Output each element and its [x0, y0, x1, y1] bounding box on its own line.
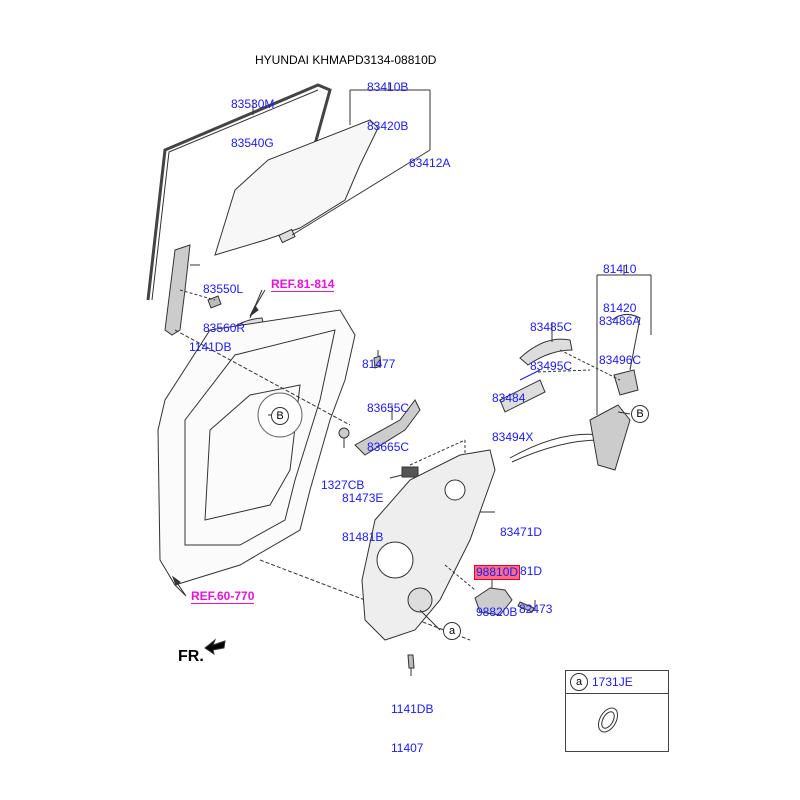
label-82473[interactable]: 82473: [519, 577, 552, 642]
part-number: 83560R: [203, 321, 246, 335]
highlighted-part-number[interactable]: 98810D: [474, 565, 521, 580]
legend-header: a 1731JE: [566, 671, 668, 694]
label-81477[interactable]: 81477: [362, 332, 395, 397]
door-frame: [157, 309, 356, 586]
label-98810d[interactable]: 98810D 98820B: [474, 539, 521, 645]
label-83412a[interactable]: 83412A: [409, 131, 450, 196]
clip-81477: [373, 355, 382, 369]
part-number: 83530M: [231, 97, 275, 111]
part-number: 83484: [492, 391, 526, 405]
window-motor: [474, 587, 513, 616]
part-number: 1141DB: [189, 340, 232, 354]
diagram-title: HYUNDAI KHMAPD3134-08810D: [255, 53, 437, 67]
part-number: 98820B: [476, 605, 518, 619]
part-number: 81420: [603, 301, 637, 315]
latch-cables: [509, 433, 601, 459]
label-83484[interactable]: 83484 83494X: [492, 366, 533, 470]
part-number: 81481B: [342, 530, 384, 544]
part-number: 83485C: [530, 320, 573, 334]
label-1327cb[interactable]: 1327CB: [321, 453, 364, 518]
legend-box: a 1731JE: [565, 670, 669, 752]
label-81410[interactable]: 81410 81420: [603, 237, 636, 341]
part-number: 83495C: [530, 359, 573, 373]
part-number: 83496C: [599, 353, 642, 367]
ref-60-770[interactable]: REF.60-770: [191, 589, 255, 604]
part-number: 83494X: [492, 430, 534, 444]
part-number: 83412A: [409, 156, 451, 170]
bolt-1141db-bottom: [407, 654, 415, 669]
callout-b-left: B: [271, 407, 289, 425]
part-number: 11407: [391, 741, 424, 755]
front-direction-label: FR.: [178, 648, 204, 665]
part-number: 83655C: [367, 401, 410, 415]
nut-1327cb: [338, 427, 350, 439]
inside-handle: [354, 399, 421, 456]
label-81473e[interactable]: 81473E 81481B: [342, 466, 383, 570]
label-83655c[interactable]: 83655C 83665C: [367, 376, 409, 480]
part-number: 1141DB: [391, 702, 434, 716]
part-number: 83540G: [231, 136, 274, 150]
glass-bracket: [278, 228, 296, 244]
part-number: 82473: [519, 602, 553, 616]
grommet: [598, 707, 618, 733]
ref-81-814[interactable]: REF.81-814: [271, 277, 335, 292]
part-number: 1327CB: [321, 478, 365, 492]
label-1141db-bottom[interactable]: 1141DB 11407: [391, 677, 433, 781]
label-83550l[interactable]: 83550L 83560R: [203, 257, 245, 361]
callout-b-right: B: [631, 405, 649, 423]
label-83486a[interactable]: 83486A 83496C: [599, 289, 641, 393]
legend-marker: a: [570, 673, 588, 691]
label-1141db-top[interactable]: 1141DB: [189, 315, 231, 380]
part-number: 83420B: [367, 119, 409, 133]
part-number: 83486A: [599, 314, 641, 328]
cover-83484: [499, 379, 546, 413]
latch-actuator: [613, 369, 639, 396]
front-arrow: [204, 638, 226, 656]
bolt-82473: [517, 601, 535, 613]
label-83485c[interactable]: 83485C 83495C: [530, 295, 572, 399]
part-number: 83471D: [500, 525, 543, 539]
legend-part-number[interactable]: 1731JE: [592, 675, 633, 689]
part-number: 83410B: [367, 80, 409, 94]
part-81473: [401, 466, 419, 478]
part-number: 81473E: [342, 491, 384, 505]
rear-channel: [164, 244, 191, 336]
part-number: 81410: [603, 262, 637, 276]
label-83410b[interactable]: 83410B 83420B: [367, 55, 408, 159]
part-number: 83550L: [203, 282, 244, 296]
part-number: 81477: [362, 357, 396, 371]
callout-a: a: [443, 622, 461, 640]
label-83530m[interactable]: 83530M 83540G: [231, 72, 274, 176]
part-number: 83665C: [367, 440, 410, 454]
cable-guard-83485: [519, 338, 573, 366]
door-latch: [589, 404, 631, 471]
